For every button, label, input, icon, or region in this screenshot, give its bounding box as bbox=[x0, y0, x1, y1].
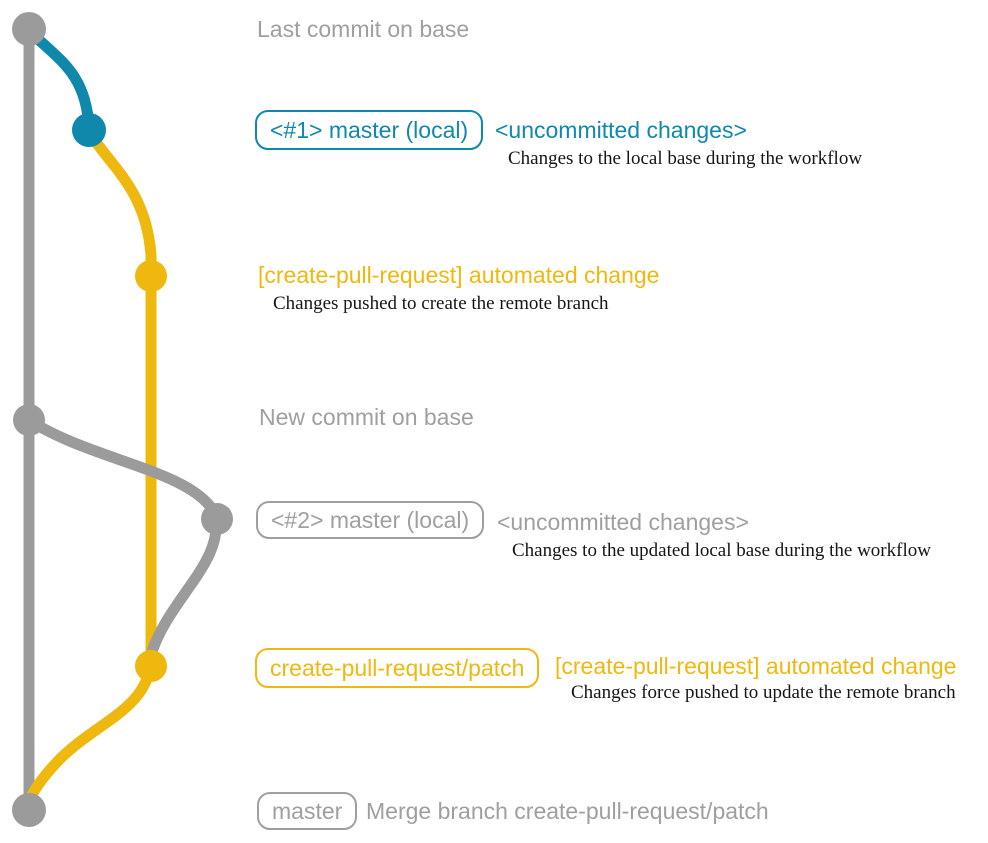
commit-title-automated-2: [create-pull-request] automated change bbox=[555, 653, 957, 679]
branch-badge-patch: create-pull-request/patch bbox=[255, 648, 540, 688]
commit-dot-automated-change-2 bbox=[135, 650, 167, 682]
commit-dot-uncommitted-changes-1 bbox=[72, 113, 106, 147]
merge-commit-title: Merge branch create-pull-request/patch bbox=[366, 798, 769, 824]
branch-badge-master-local-2: <#2> master (local) bbox=[256, 501, 485, 539]
commit-desc-uncommitted-2: Changes to the updated local base during… bbox=[512, 540, 931, 561]
commit-dot-last-commit-on-base bbox=[12, 12, 46, 46]
commit-dot-merge-commit bbox=[12, 793, 46, 827]
commit-dot-new-commit-on-base bbox=[13, 404, 45, 436]
commit-desc-automated-2: Changes force pushed to update the remot… bbox=[571, 682, 956, 703]
commit-dot-uncommitted-changes-2 bbox=[201, 503, 233, 535]
commit-title-uncommitted-2: <uncommitted changes> bbox=[497, 509, 749, 535]
branch-badge-master-local-1: <#1> master (local) bbox=[255, 110, 484, 150]
local-change-branch-line-2 bbox=[23, 414, 222, 661]
commit-title-automated-1: [create-pull-request] automated change bbox=[258, 262, 660, 288]
commit-title-uncommitted-1: <uncommitted changes> bbox=[495, 117, 747, 143]
commit-dot-automated-change-1 bbox=[135, 260, 167, 292]
commit-desc-automated-1: Changes pushed to create the remote bran… bbox=[273, 293, 609, 314]
last-commit-label: Last commit on base bbox=[257, 16, 470, 42]
patch-branch-line bbox=[83, 126, 157, 668]
local-change-branch-line-1 bbox=[23, 24, 95, 134]
branch-badge-master: master bbox=[257, 792, 358, 830]
merge-branch-line bbox=[23, 654, 157, 809]
new-commit-label: New commit on base bbox=[259, 404, 474, 430]
commit-desc-uncommitted-1: Changes to the local base during the wor… bbox=[508, 148, 863, 169]
